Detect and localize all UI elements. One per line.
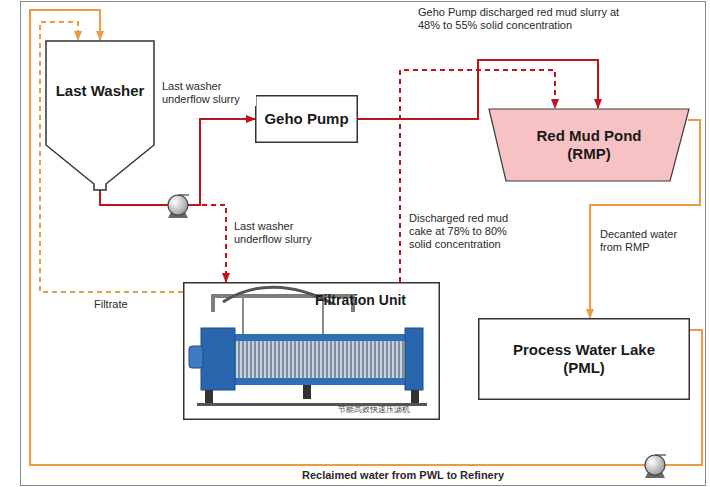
pond-trapezoid: Red Mud Pond (RMP): [488, 108, 690, 182]
node-label: Geho Pump: [264, 110, 348, 128]
flow-connector: [40, 22, 183, 292]
pump-symbol: [645, 455, 666, 478]
flow-label: Last washer underflow slurry: [160, 80, 256, 106]
flow-label: Reclaimed water from PWL to Refinery: [300, 469, 506, 482]
frame-rect: [21, 2, 706, 486]
flow-label: Discharged red mud cake at 78% to 80% so…: [407, 212, 527, 252]
pump-symbol: [168, 195, 189, 218]
node-label: Filtration Unit: [315, 292, 406, 309]
flow-label: Geho Pump discharged red mud slurry at 4…: [416, 6, 640, 32]
node-label: Last Washer: [56, 82, 145, 100]
filtration-unit: Filtration Unit: [183, 282, 440, 420]
flow-label: Last washer underflow slurry: [232, 220, 328, 246]
flow-label: Filtrate: [92, 298, 130, 311]
flow-label: Decanted water from RMP: [598, 228, 698, 254]
node-label: Process Water Lake (PML): [499, 341, 669, 377]
flow-connector: [100, 190, 226, 282]
node-label: Red Mud Pond (RMP): [524, 127, 654, 163]
process-box: Process Water Lake (PML): [478, 318, 690, 400]
node-outline: [45, 40, 155, 190]
flow-connector: [30, 10, 702, 465]
machine-caption: 节能高效快速压滤机: [338, 406, 410, 415]
process-box: Geho Pump: [255, 95, 358, 143]
washer-tank: Last Washer: [45, 40, 155, 190]
